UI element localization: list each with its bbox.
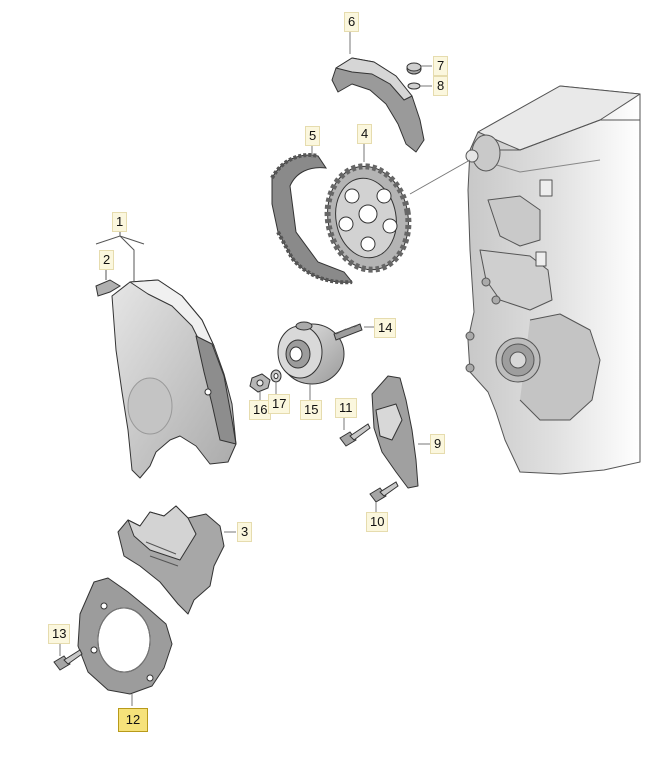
part-4-camshaft-sprocket xyxy=(324,163,412,273)
callout-13[interactable]: 13 xyxy=(48,624,71,644)
callout-4[interactable]: 4 xyxy=(357,124,373,144)
callout-14[interactable]: 14 xyxy=(374,318,397,338)
part-3-lower-cover xyxy=(117,505,236,615)
callout-5[interactable]: 5 xyxy=(305,126,321,146)
part-7-nut xyxy=(406,62,432,75)
callout-2[interactable]: 2 xyxy=(99,250,115,270)
callout-1[interactable]: 1 xyxy=(112,212,128,232)
part-11-bolt xyxy=(339,423,371,447)
leader-lines xyxy=(259,32,365,430)
callout-7[interactable]: 7 xyxy=(433,56,449,76)
callout-11[interactable]: 11 xyxy=(335,398,357,418)
callout-10[interactable]: 10 xyxy=(366,512,389,532)
part-17-washer xyxy=(270,369,282,383)
part-16-nut xyxy=(249,373,271,393)
callout-15[interactable]: 15 xyxy=(300,400,323,420)
part-13-bolt xyxy=(53,644,83,671)
part-8-washer xyxy=(407,82,432,90)
part-6-rear-cover xyxy=(331,57,425,153)
callout-17[interactable]: 17 xyxy=(268,394,291,414)
part-5-timing-belt xyxy=(270,153,353,285)
callout-6[interactable]: 6 xyxy=(344,12,360,32)
part-1-timing-cover xyxy=(111,279,237,479)
callout-8[interactable]: 8 xyxy=(433,76,449,96)
callout-9[interactable]: 9 xyxy=(430,434,446,454)
part-10-bolt xyxy=(369,481,399,512)
callout-3[interactable]: 3 xyxy=(237,522,253,542)
part-9-middle-cover xyxy=(371,375,430,489)
part-14-stud-bolt xyxy=(333,323,376,341)
leader-line xyxy=(409,159,471,195)
engine-block xyxy=(465,85,641,475)
part-12-rear-plate xyxy=(77,577,173,706)
part-15-tensioner-pulley xyxy=(277,321,345,385)
callout-12-selected[interactable]: 12 xyxy=(118,708,148,732)
